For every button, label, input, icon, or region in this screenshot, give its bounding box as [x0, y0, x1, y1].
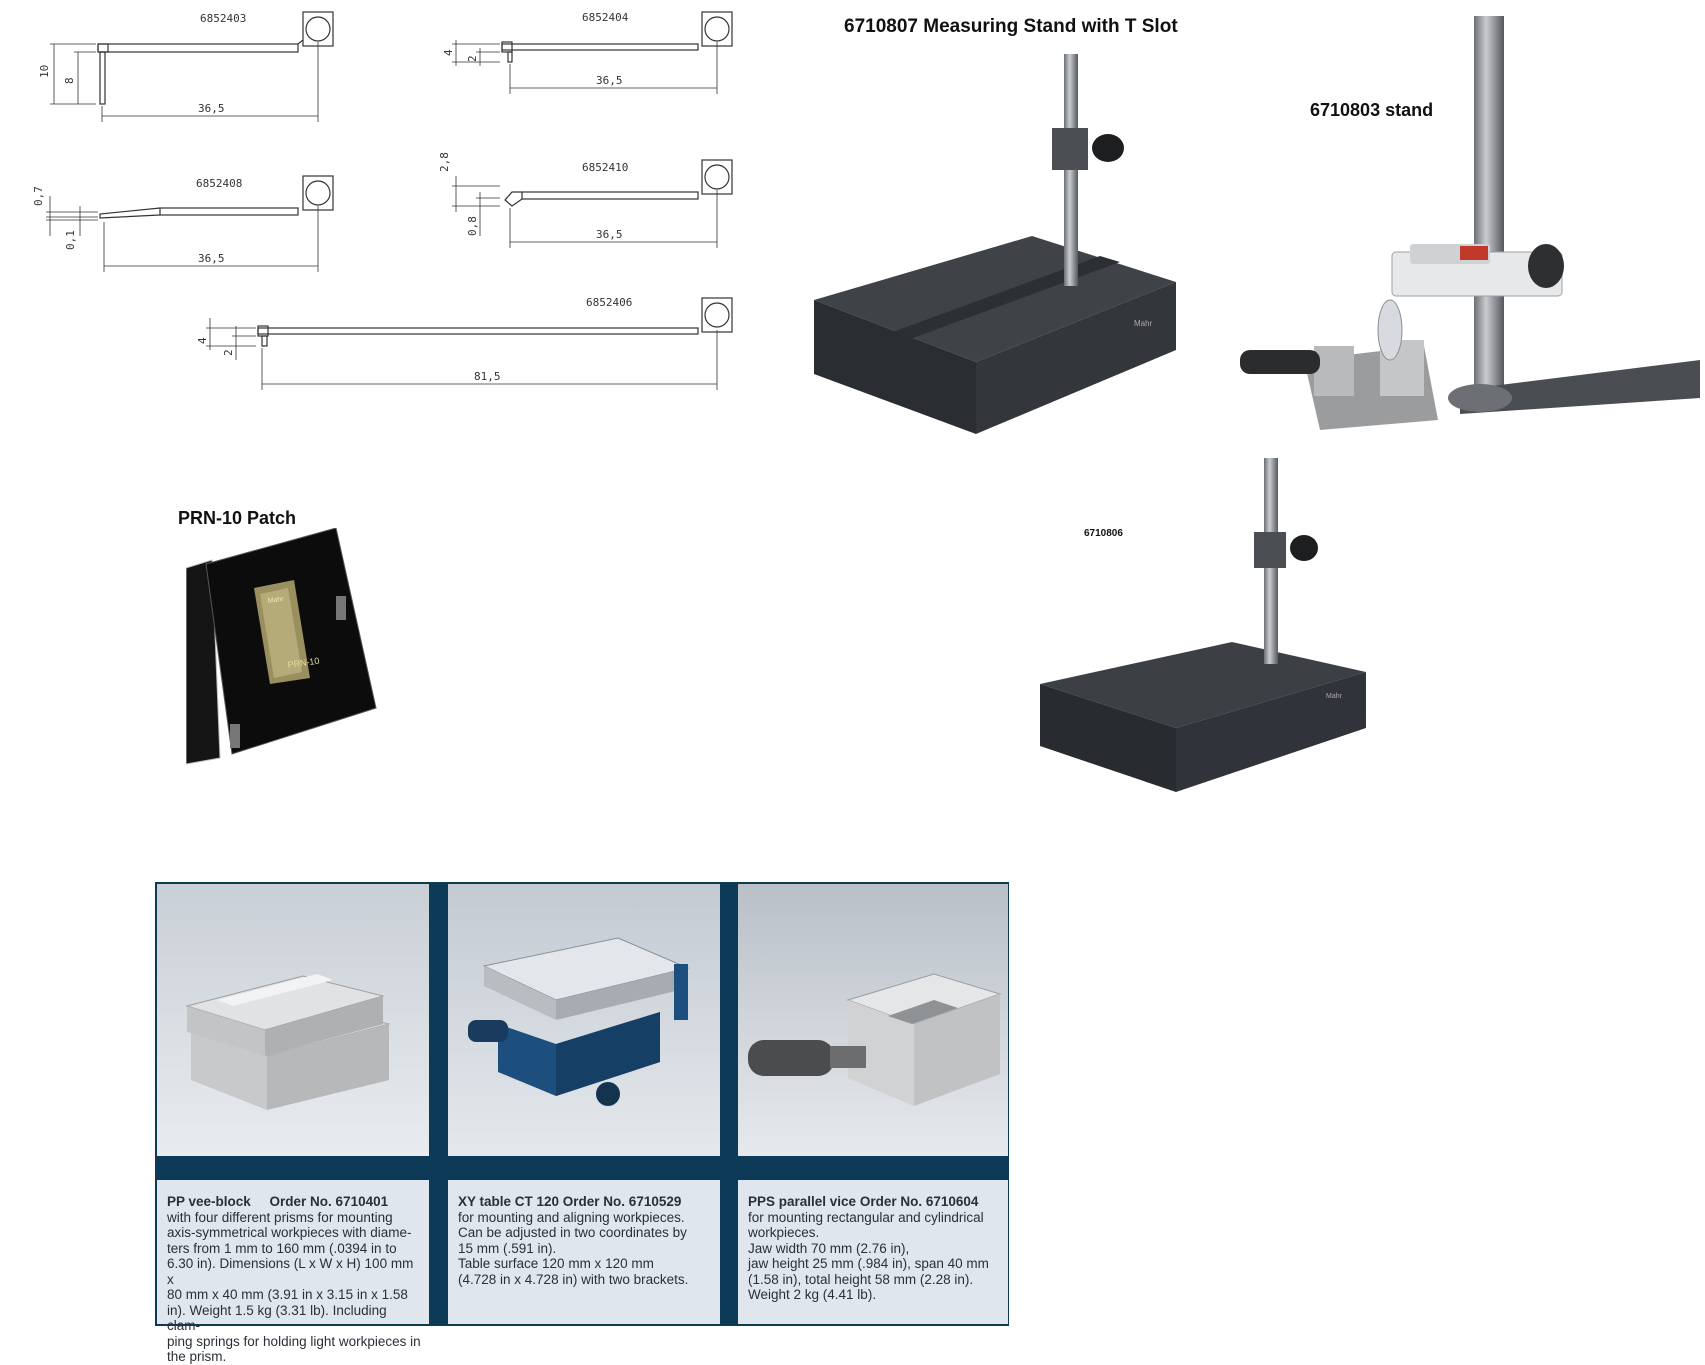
parallel-vice-image — [738, 884, 1008, 1156]
parallel-vice-desc-line: for mounting rectangular and cylindrical — [748, 1209, 984, 1225]
xy-table-desc-line: 15 mm (.591 in). — [458, 1240, 557, 1256]
stand-806-label: 6710806 — [1084, 528, 1123, 539]
vee-block-desc-line: axis-symmetrical workpieces with diame- — [167, 1225, 412, 1240]
vee-block-title: PP vee-block Order No. 6710401 — [167, 1194, 389, 1209]
dim-length: 36,5 — [198, 252, 225, 265]
drawing-part-label: 6852406 — [586, 296, 632, 309]
dim-length: 36,5 — [596, 74, 623, 87]
dim-height-inner: 2 — [466, 55, 479, 62]
vee-block-image — [157, 884, 429, 1156]
xy-table-desc-line: Table surface 120 mm x 120 mm — [458, 1256, 654, 1271]
t-slot-stand-image: Mahr — [814, 54, 1176, 434]
parallel-vice-desc-line: (1.58 in), total height 58 mm (2.28 in). — [748, 1271, 974, 1287]
vee-block-desc-line: the prism. — [167, 1349, 227, 1364]
vee-block-desc-line: with four different prisms for mounting — [167, 1209, 393, 1225]
parallel-vice-desc-line: Jaw width 70 mm (2.76 in), — [748, 1240, 910, 1256]
parallel-vice-title: PPS parallel vice Order No. 6710604 — [748, 1194, 979, 1209]
patch-title: PRN-10 Patch — [178, 508, 297, 528]
dim-length: 36,5 — [198, 102, 225, 115]
vee-block-desc-line: 6.30 in). Dimensions (L x W x H) 100 mm … — [167, 1256, 414, 1287]
drawing-6852406 — [206, 297, 733, 390]
drawing-6852408 — [46, 175, 334, 272]
dim-length: 36,5 — [596, 228, 623, 241]
dim-height-outer: 10 — [38, 65, 51, 78]
vee-block-card-text: PP vee-block Order No. 6710401 with four… — [157, 1180, 429, 1364]
dim-height-outer: 2,8 — [438, 152, 451, 172]
dim-height-inner: 0,8 — [466, 216, 479, 236]
patch-image: PRN-10 Mahr — [186, 528, 377, 765]
dim-height-outer: 4 — [196, 337, 209, 344]
brand-logo: Mahr — [1326, 693, 1343, 700]
parallel-vice-desc-line: jaw height 25 mm (.984 in), span 40 mm — [748, 1256, 989, 1271]
stand-803-image — [1240, 16, 1700, 430]
dim-height-inner: 2 — [222, 349, 235, 356]
xy-table-card-text: XY table CT 120 Order No. 6710529 for mo… — [448, 1180, 720, 1324]
dim-height-inner: 0,1 — [64, 230, 77, 250]
drawing-part-label: 6852410 — [582, 161, 628, 174]
xy-table-image — [448, 884, 720, 1156]
parallel-vice-card-text: PPS parallel vice Order No. 6710604 for … — [738, 1180, 1008, 1324]
drawing-part-label: 6852404 — [582, 11, 629, 24]
drawing-6852404 — [452, 11, 733, 94]
dim-height-outer: 4 — [442, 49, 455, 56]
drawing-6852403 — [50, 11, 334, 122]
vee-block-desc-line: 80 mm x 40 mm (3.91 in x 3.15 in x 1.58 — [167, 1287, 408, 1302]
xy-table-desc-line: (4.728 in x 4.728 in) with two brackets. — [458, 1271, 689, 1287]
patch-badge-text: PRN-10 — [287, 656, 320, 670]
parallel-vice-desc-line: workpieces. — [748, 1225, 820, 1240]
t-slot-stand-title: 6710807 Measuring Stand with T Slot — [844, 16, 1178, 37]
vee-block-desc-line: in). Weight 1.5 kg (3.31 lb). Including … — [167, 1302, 387, 1334]
xy-table-title: XY table CT 120 Order No. 6710529 — [458, 1194, 682, 1209]
brand-logo: Mahr — [1134, 319, 1153, 328]
parallel-vice-desc-line: Weight 2 kg (4.41 lb). — [748, 1287, 877, 1302]
xy-table-desc-line: Can be adjusted in two coordinates by — [458, 1225, 687, 1240]
drawing-6852410 — [452, 159, 733, 248]
stand-806-image: Mahr — [1040, 458, 1366, 792]
xy-table-desc-line: for mounting and aligning workpieces. — [458, 1209, 685, 1225]
drawing-part-label: 6852408 — [196, 177, 242, 190]
dim-length: 81,5 — [474, 370, 501, 383]
vee-block-desc-line: ters from 1 mm to 160 mm (.0394 in to — [167, 1240, 397, 1256]
patch-brand: Mahr — [267, 596, 284, 605]
stylus-drawings: 6852403 10 8 36,5 6852404 4 2 36,5 68524… — [32, 11, 733, 390]
drawing-part-label: 6852403 — [200, 12, 246, 25]
dim-height-inner: 8 — [63, 77, 76, 84]
stand-803-title: 6710803 stand — [1310, 100, 1434, 120]
dim-height-outer: 0,7 — [32, 186, 45, 206]
